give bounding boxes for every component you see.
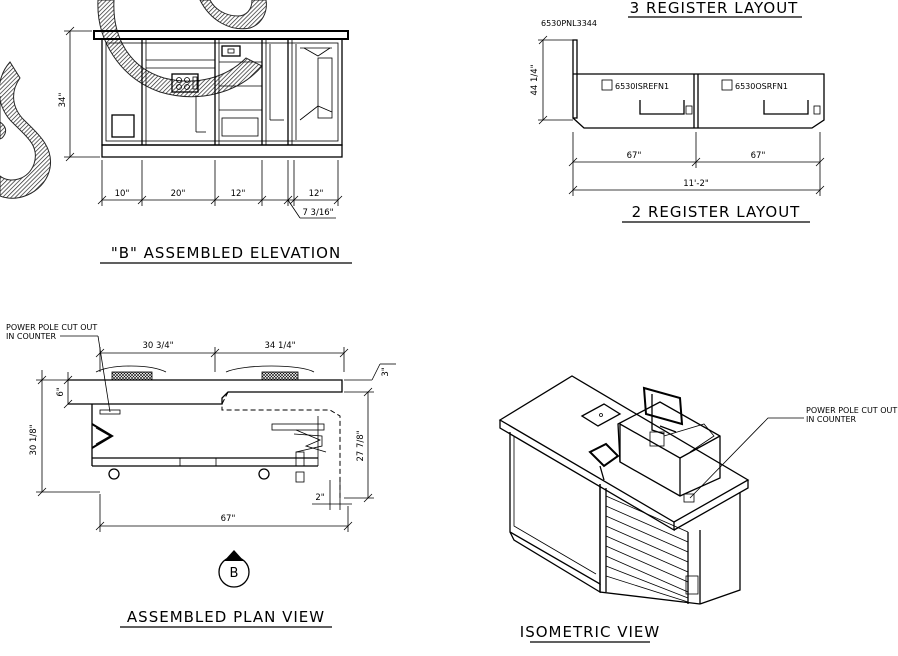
outlet-icon — [171, 73, 199, 93]
register-total-dim: 11'-2" — [683, 179, 709, 189]
isometric-title: ISOMETRIC VIEW — [520, 623, 660, 641]
end-panel — [572, 39, 578, 119]
elevation-countertop — [93, 30, 349, 40]
panel-label: 6530PNL3344 — [541, 19, 597, 28]
switch-icon — [221, 45, 241, 57]
elevation-height-dim: 34" — [58, 93, 68, 108]
three-register-title: 3 REGISTER LAYOUT — [630, 0, 799, 17]
view-marker-arrow-icon — [224, 550, 244, 561]
register-counter-outline — [572, 73, 825, 129]
iso-slats — [605, 495, 689, 603]
caster-icon — [258, 468, 270, 480]
chevron-symbol-icon — [91, 423, 114, 449]
plan-side-gap: 2" — [315, 493, 324, 503]
isometric-view: POWER POLE CUT OUT IN COUNTER ISOMETRIC … — [498, 375, 897, 643]
b-elevation-title: "B" ASSEMBLED ELEVATION — [111, 244, 341, 262]
unit-right-label: 6530OSRFN1 — [735, 82, 788, 91]
register-height-dim: 44 1/4" — [530, 64, 540, 95]
plan-depth-total: 30 1/8" — [29, 424, 39, 455]
iso-keypad-plate — [580, 403, 622, 427]
b-elevation-view: 34" 10" 20" 12" 12" 7 3/16" "B" ASSEMBLE… — [0, 0, 352, 264]
plan-small-offset: 3" — [381, 367, 391, 376]
view-marker-label: B — [230, 566, 239, 581]
register-width-right: 67" — [751, 151, 766, 161]
unit-left-label: 6530ISREFN1 — [615, 82, 669, 91]
plan-depth-right: 27 7/8" — [356, 430, 366, 461]
elevation-offset-dim: 7 3/16" — [302, 208, 333, 218]
plan-overall-dim: 67" — [221, 514, 236, 524]
plan-counter-outline — [68, 379, 343, 405]
iso-card-reader-icon — [588, 442, 620, 468]
plan-view-title: ASSEMBLED PLAN VIEW — [127, 608, 325, 626]
watermark-logo — [0, 0, 267, 199]
plan-note-line1: POWER POLE CUT OUT — [6, 323, 97, 332]
caster-icon — [108, 468, 120, 480]
plan-view: POWER POLE CUT OUT IN COUNTER 30 3/4" 34… — [6, 323, 396, 628]
register-layout-view: 3 REGISTER LAYOUT 6530PNL3344 6530ISREFN… — [530, 0, 825, 223]
plan-width-b: 34 1/4" — [264, 341, 295, 351]
elevation-toe-kick — [101, 144, 343, 158]
iso-register-box — [617, 401, 721, 497]
register-width-left: 67" — [627, 151, 642, 161]
plan-depth-step: 6" — [56, 387, 66, 396]
two-register-title: 2 REGISTER LAYOUT — [632, 203, 801, 221]
iso-monitor-icon — [642, 386, 684, 426]
plan-note-line2: IN COUNTER — [6, 332, 57, 341]
elevation-width-1: 10" — [115, 189, 130, 199]
plan-width-a: 30 3/4" — [142, 341, 173, 351]
iso-note-line1: POWER POLE CUT OUT — [806, 406, 897, 415]
elevation-width-3: 12" — [231, 189, 246, 199]
iso-note-line2: IN COUNTER — [806, 415, 857, 424]
elevation-width-4: 12" — [309, 189, 324, 199]
elevation-width-2: 20" — [171, 189, 186, 199]
